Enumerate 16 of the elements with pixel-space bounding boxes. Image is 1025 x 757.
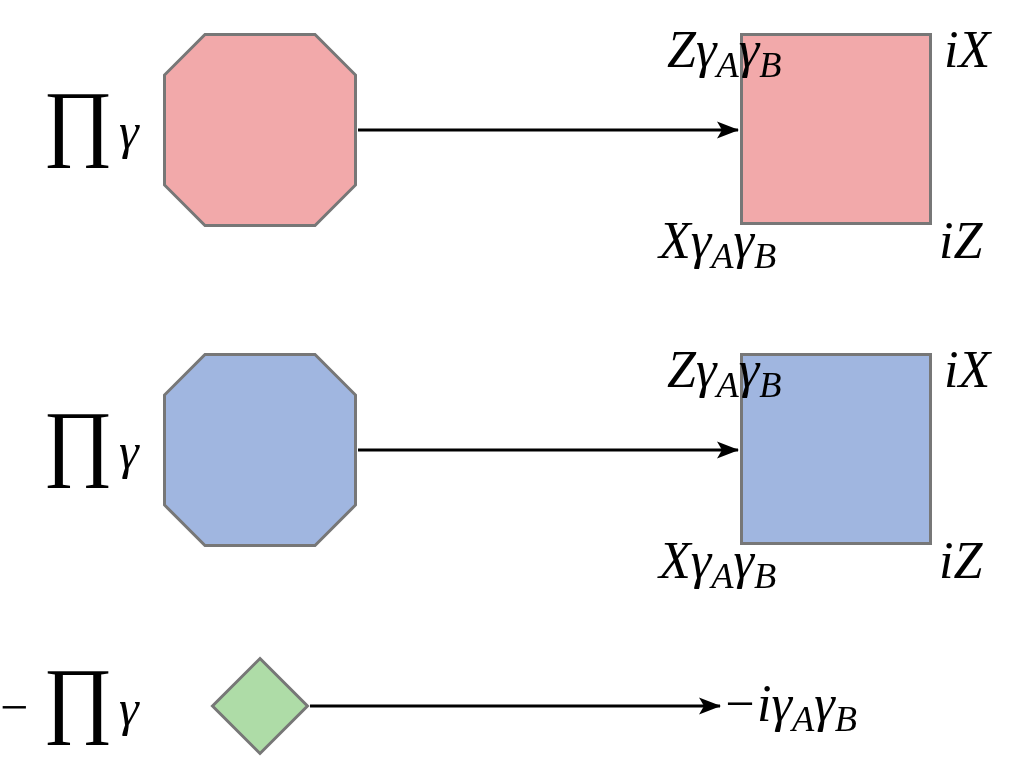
product-symbol: ∏ — [43, 73, 113, 170]
arrow — [358, 121, 739, 139]
product-symbol: ∏ — [43, 393, 113, 490]
product-symbol: ∏ — [43, 650, 113, 747]
math-label: iZ — [939, 535, 983, 587]
math-label: iX — [944, 24, 991, 76]
math-label: Xγ$_{A}$γ$_{B}$ — [659, 535, 777, 587]
arrow — [358, 441, 739, 459]
arrow — [310, 697, 721, 715]
math-label: Xγ$_{A}$γ$_{B}$ — [659, 215, 777, 267]
math-label: Zγ$_{A}$γ$_{B}$ — [667, 24, 782, 76]
math-label: Zγ$_{A}$γ$_{B}$ — [667, 344, 782, 396]
math-label: iX — [944, 344, 991, 396]
math-label: − — [0, 682, 29, 732]
math-expression: −iγ$_{A}$γ$_{B}$ — [722, 678, 857, 730]
math-label: iZ — [939, 215, 983, 267]
